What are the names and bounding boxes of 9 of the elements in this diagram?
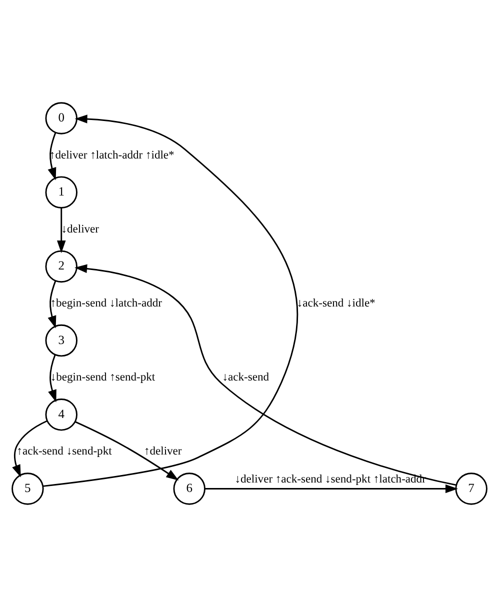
edge-label: ↓deliver [61, 223, 100, 236]
edge-label: ↑deliver ↑latch-addr ↑idle* [49, 149, 174, 162]
edge-label: ↑deliver [144, 446, 182, 458]
edge-label: ↓deliver ↑ack-send ↓send-pkt ↑latch-addr [234, 474, 426, 486]
edge-label: ↑begin-send ↓latch-addr [50, 297, 162, 310]
edge-label: ↓begin-send ↑send-pkt [50, 372, 156, 384]
edge-label: ↑ack-send ↓send-pkt [16, 446, 112, 458]
edge-label: ↓ack-send [222, 372, 270, 384]
edge-label: ↓ack-send ↓idle* [296, 297, 376, 310]
